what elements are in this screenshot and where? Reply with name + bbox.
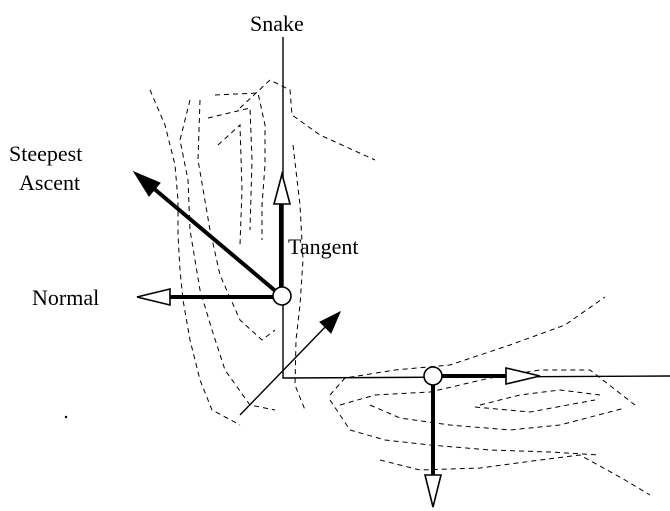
contour-line-upper-5	[207, 107, 253, 231]
stray-dot	[64, 415, 68, 419]
snake-point-upper	[272, 286, 292, 306]
contour-lines-lower	[329, 296, 651, 496]
contour-line-upper-4	[214, 92, 266, 240]
steepest-ascent-label-line2: Ascent	[19, 170, 80, 195]
snake-label: Snake	[250, 11, 304, 36]
tangent-arrow-head	[272, 170, 292, 205]
contour-line-upper-outer	[149, 89, 241, 426]
steepest-ascent-arrow-head	[132, 170, 161, 197]
downward-normal-arrow-head	[423, 474, 443, 508]
contour-line-lower-7	[379, 454, 651, 496]
steepest-ascent-arrow-shaft	[150, 185, 281, 296]
contour-line-lower-2	[329, 399, 601, 456]
tangent-label: Tangent	[288, 234, 359, 259]
contour-line-lower-6	[474, 399, 596, 413]
contour-line-lower-5	[479, 389, 601, 406]
normal-arrow-head	[136, 287, 171, 307]
steepest-ascent-label-line1: Steepest	[9, 141, 82, 166]
horizontal-tangent-arrow-head	[505, 366, 541, 386]
contour-lines-upper	[149, 79, 376, 426]
contour-line-upper-8	[292, 144, 306, 411]
contour-line-upper-6	[217, 123, 243, 246]
diagonal-arrow-shaft	[239, 321, 331, 416]
diagonal-arrow-head	[319, 310, 341, 334]
snake-curve	[282, 37, 670, 379]
snake-point-lower	[423, 366, 443, 386]
contour-line-upper-3	[197, 99, 276, 341]
contour-line-upper-7	[239, 79, 376, 161]
contour-line-lower-1	[329, 296, 606, 396]
contour-line-upper-2	[179, 99, 276, 411]
contour-line-lower-4	[369, 404, 626, 431]
normal-label: Normal	[32, 285, 99, 310]
